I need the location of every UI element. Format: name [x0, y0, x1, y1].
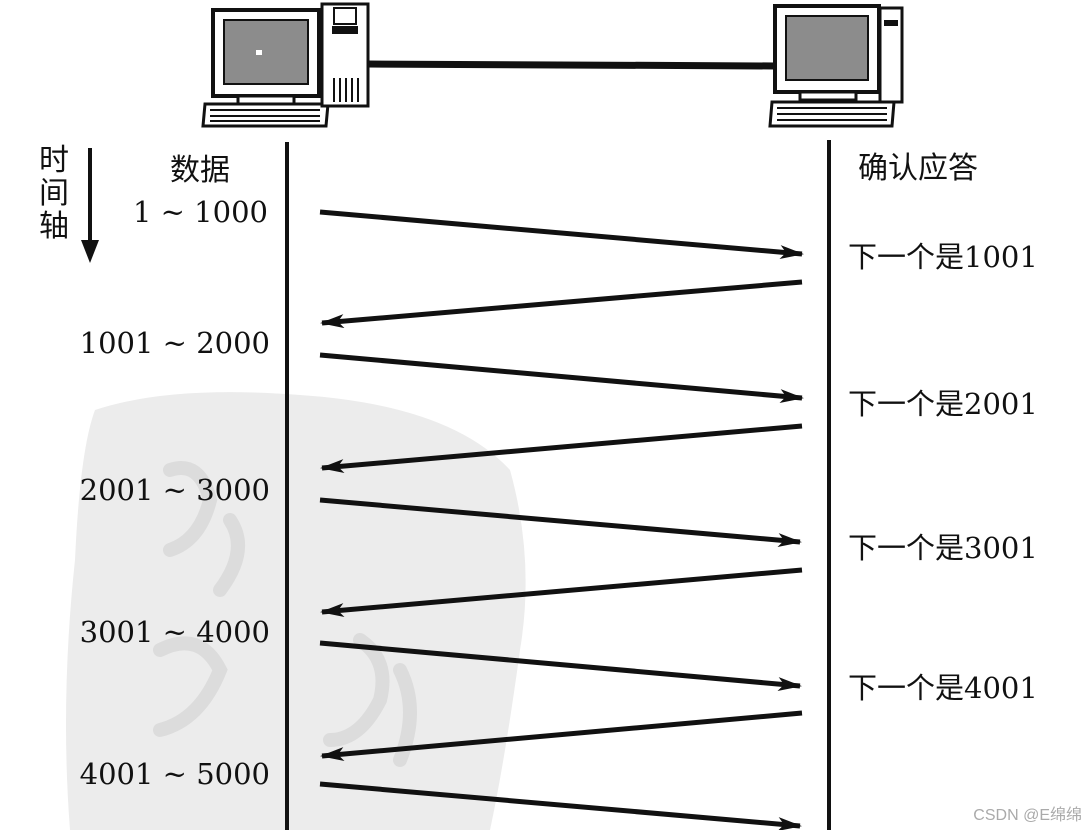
ack-arrow: [320, 279, 803, 329]
data-column-header: 数据: [170, 153, 230, 188]
ack-arrow: [320, 567, 803, 618]
sender-computer-icon: [201, 2, 370, 128]
data-segment-label: 1 ~ 1000: [133, 195, 268, 229]
ack-column-header: 确认应答: [858, 151, 978, 186]
ack-label: 下一个是1001: [848, 240, 1038, 274]
data-segment-label: 4001 ~ 5000: [80, 757, 270, 791]
data-arrow: [319, 497, 802, 548]
ack-arrow: [320, 423, 803, 474]
time-axis-arrowhead: [81, 240, 99, 263]
data-arrow: [319, 209, 804, 260]
receiver-computer-icon: [768, 4, 904, 128]
ack-label: 下一个是3001: [848, 531, 1038, 565]
data-arrow: [319, 781, 802, 830]
time-axis: 时 间 轴: [39, 143, 99, 263]
data-arrow: [319, 352, 804, 404]
data-segment-label: 2001 ~ 3000: [80, 473, 270, 507]
data-arrow: [319, 640, 802, 692]
data-segment-label: 1001 ~ 2000: [80, 326, 270, 360]
csdn-watermark: CSDN @E绵绵: [973, 806, 1082, 824]
seal-watermark: [66, 392, 526, 830]
data-segment-label: 3001 ~ 4000: [80, 615, 270, 649]
ack-label: 下一个是2001: [848, 387, 1038, 421]
time-axis-char: 轴: [39, 209, 69, 244]
time-axis-char: 时: [39, 143, 69, 178]
time-axis-char: 间: [39, 176, 69, 211]
ack-arrow: [320, 710, 803, 762]
network-cable: [367, 60, 776, 70]
ack-label: 下一个是4001: [848, 671, 1038, 705]
